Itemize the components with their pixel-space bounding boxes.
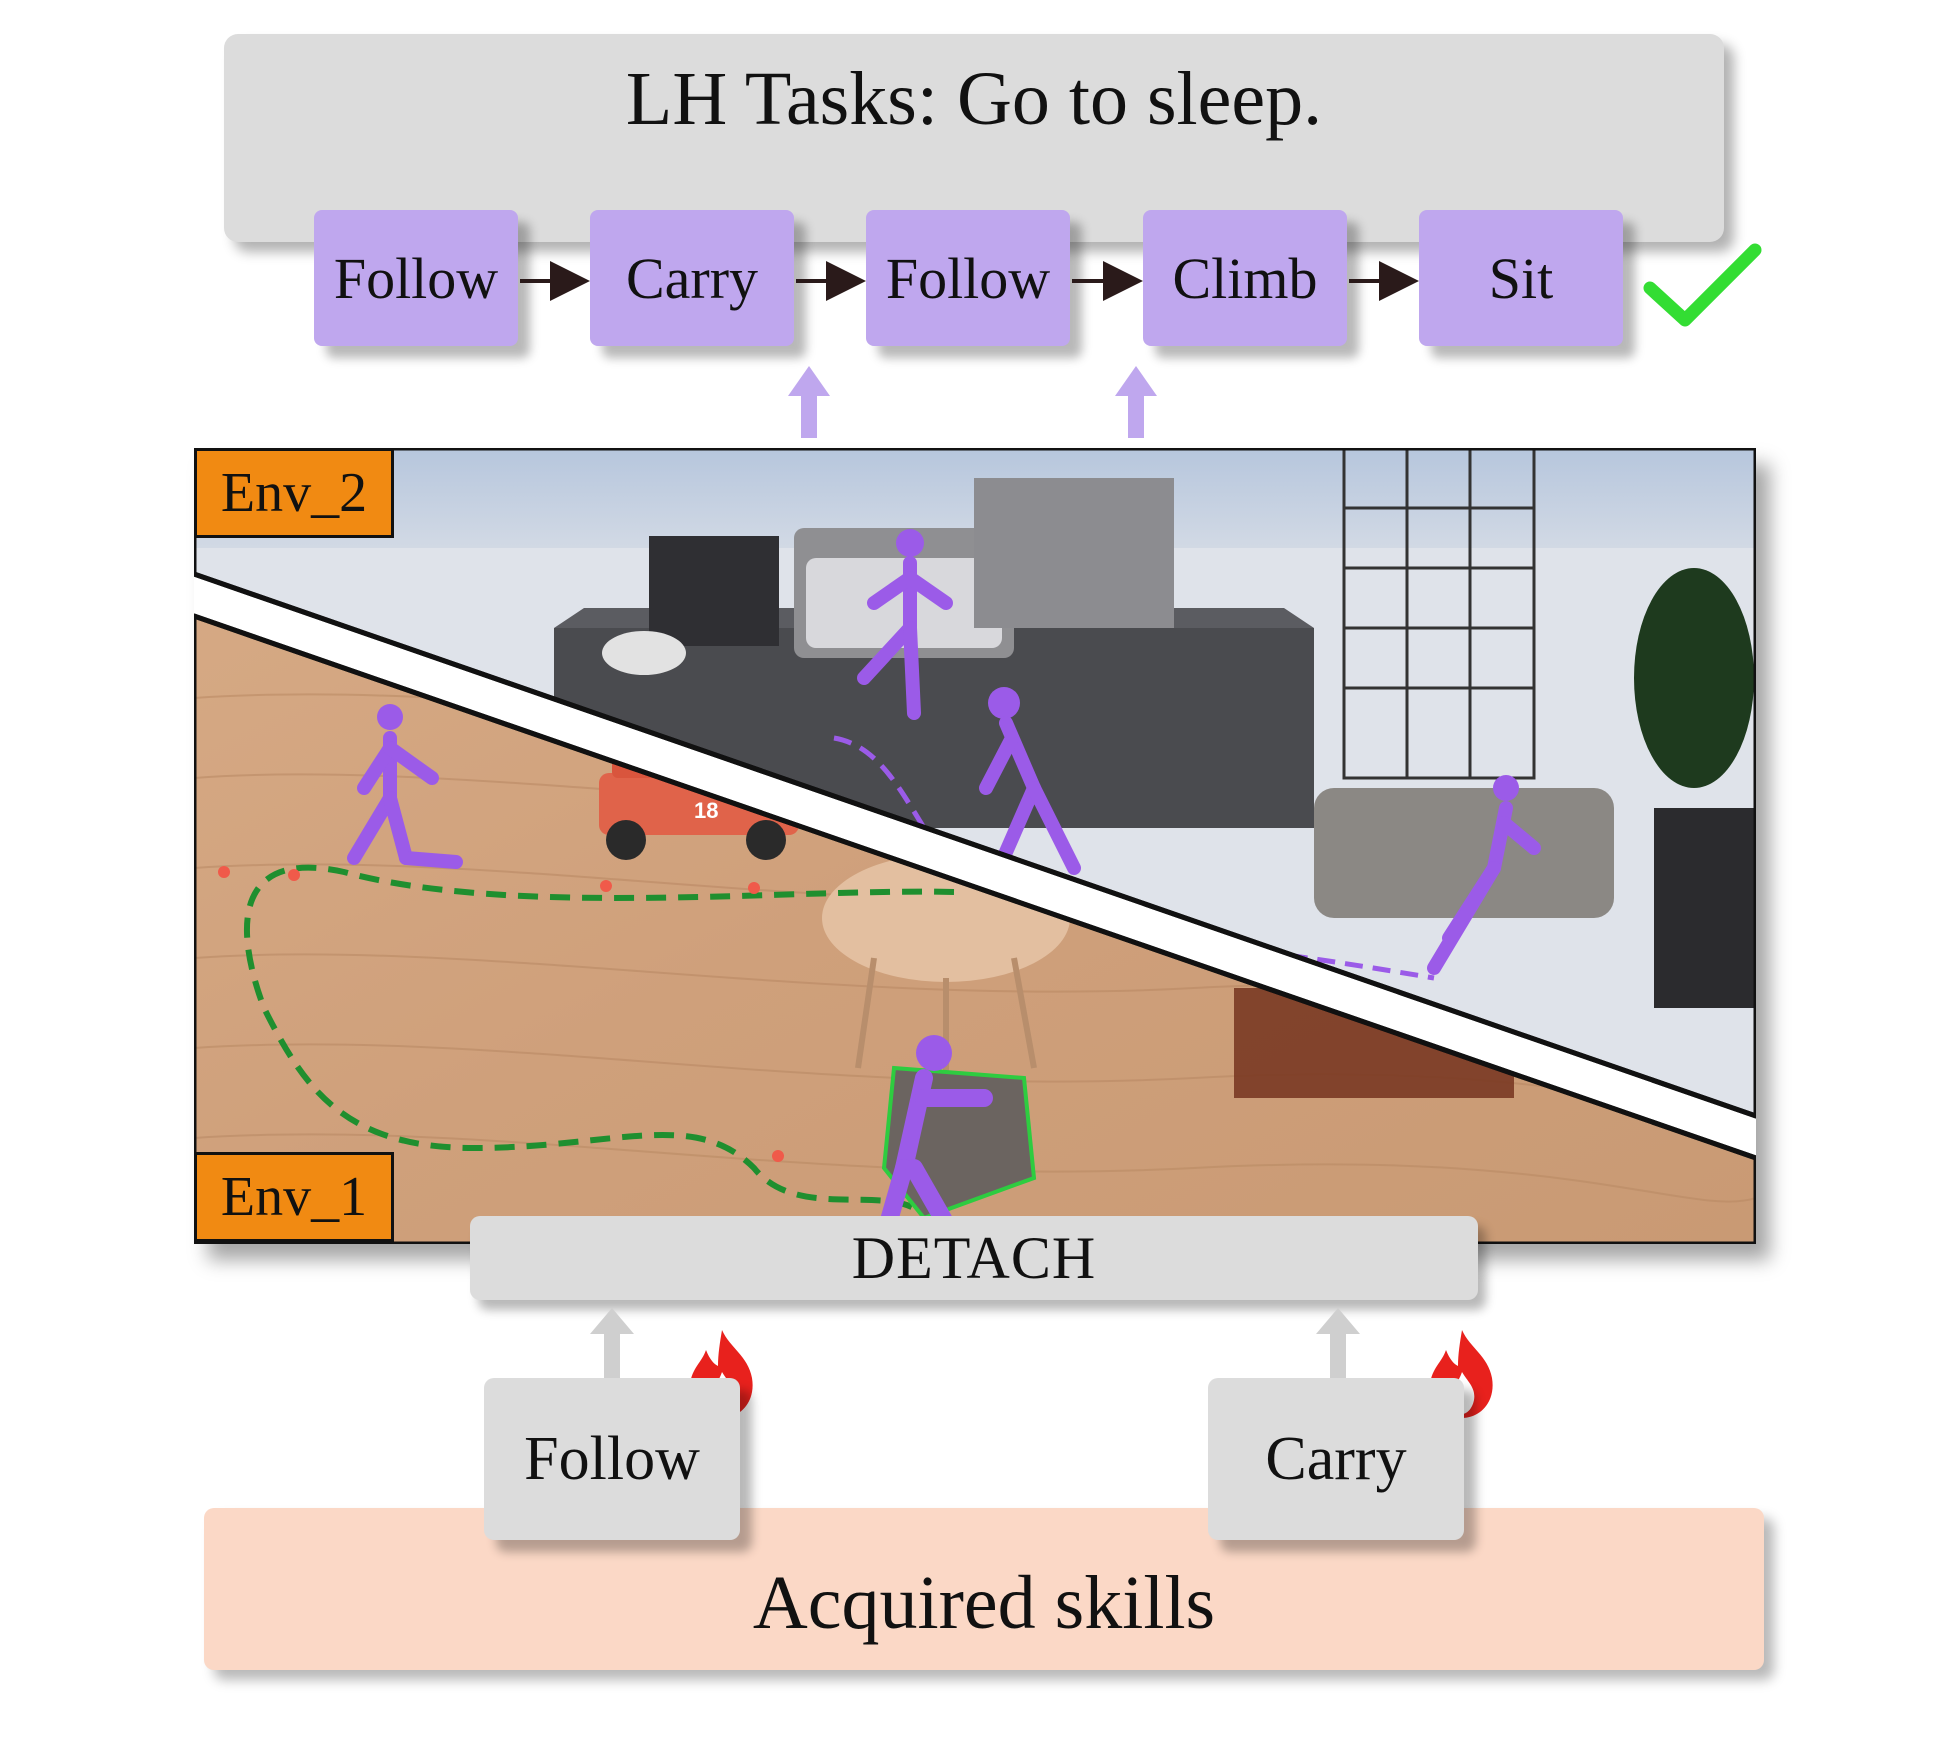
env2-label: Env_2 [194,448,394,538]
acquired-skills-panel [204,1508,1764,1670]
carrying-character [875,1035,1037,1244]
toy-car-number: 18 [694,798,718,823]
task-title: LH Tasks: Go to sleep. [625,57,1323,141]
sequence-step-sit: Sit [1419,210,1623,346]
sequence-step-follow: Follow [314,210,518,346]
base-skill-carry: Carry [1208,1378,1464,1540]
wardrobe [974,478,1174,628]
sequence-step-carry: Carry [590,210,794,346]
character-figure-icon [979,687,1081,875]
task-banner [224,34,1724,242]
env1-trajectory [243,864,955,1211]
acquired-skills-label: Acquired skills [752,1561,1216,1645]
arrow-up-icon [1115,366,1157,438]
environment-scene: 18 [194,448,1756,1244]
checkmark-icon [1643,243,1762,327]
base-skill-follow: Follow [484,1378,740,1540]
sofa [1314,788,1614,918]
plant [1634,568,1754,788]
diagonal-divider [194,574,1756,1158]
character-figure-icon [857,529,953,720]
shelf [1342,448,1536,780]
character-figure-icon [347,704,463,869]
waypoint-markers [218,866,784,1162]
ottoman [602,631,686,675]
sequence-step-climb: Climb [1143,210,1347,346]
sequence-step-follow-2: Follow [866,210,1070,346]
character-figure-icon [1427,775,1541,975]
nightstand [649,536,779,646]
arrow-up-icon [788,366,830,438]
detach-module: DETACH [470,1216,1478,1300]
sequence-connectors [520,243,1762,438]
env1-label: Env_1 [194,1152,394,1242]
base-skill-connectors [590,1308,1360,1400]
